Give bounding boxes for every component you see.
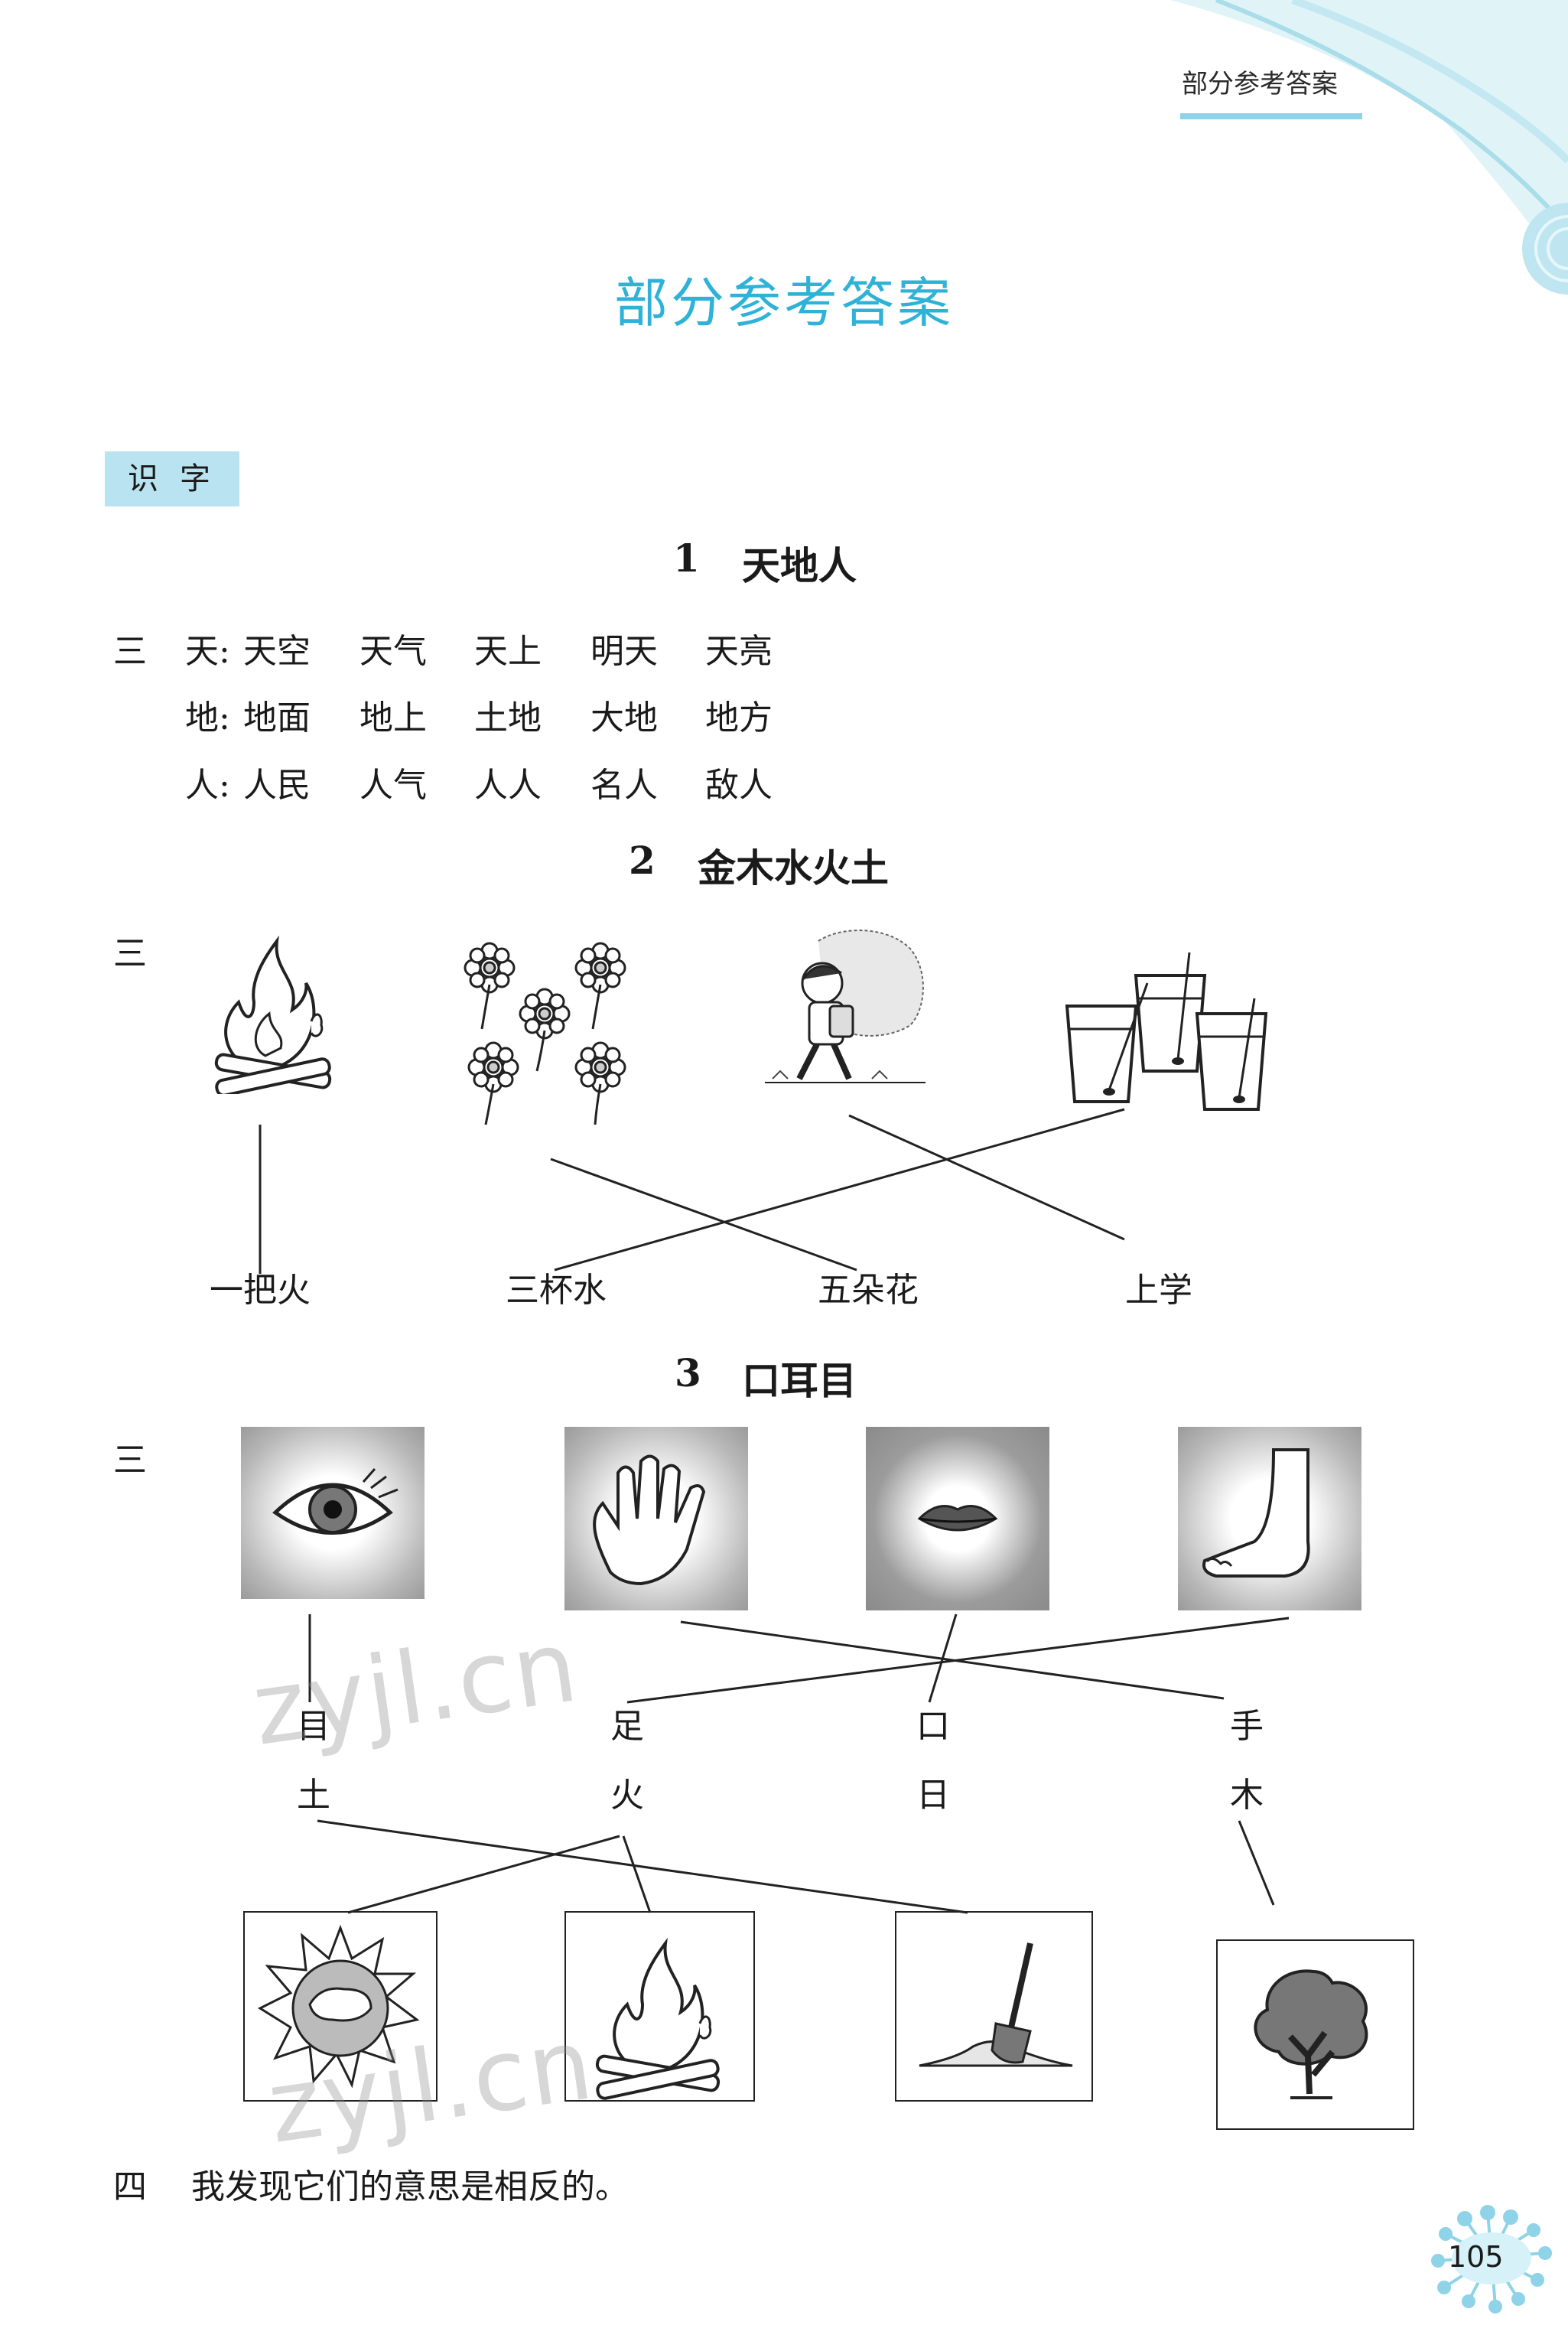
foot-picture — [1178, 1427, 1361, 1610]
lesson1-word: 土地 — [474, 698, 542, 738]
q4-label: 四 — [113, 2167, 147, 2206]
lesson1-question-label: 三 — [113, 632, 147, 671]
boy-going-to-school-picture — [765, 930, 926, 1083]
mouth-picture — [866, 1427, 1049, 1610]
lesson2-label: 一把火 — [210, 1271, 311, 1310]
lesson3-char: 手 — [1230, 1707, 1264, 1746]
soil-shovel-picture — [895, 1911, 1093, 2102]
hand-picture — [564, 1427, 748, 1610]
lesson2-label: 五朵花 — [818, 1271, 919, 1310]
lesson1-word: 天上 — [474, 632, 542, 671]
lesson3-title-number: 3 — [675, 1350, 701, 1395]
lesson3-char: 口 — [916, 1707, 950, 1746]
lesson1-word: 天气 — [359, 632, 427, 671]
fire-picture — [214, 935, 332, 1094]
lesson1-word: 人气 — [359, 766, 427, 805]
header-underline — [1180, 113, 1362, 119]
lesson1-word: 地面 — [243, 698, 311, 738]
lesson1-title: 天地人 — [742, 543, 857, 588]
flowers-picture — [464, 942, 626, 1125]
eye-picture — [241, 1427, 425, 1599]
lesson1-word: 地方 — [705, 698, 773, 738]
lesson1-word: 人人 — [474, 766, 542, 805]
lesson1-row-head: 地: — [185, 698, 230, 738]
lesson3-char: 木 — [1230, 1776, 1264, 1815]
three-cups-of-water-picture — [1065, 952, 1268, 1111]
page-number: 105 — [1448, 2240, 1504, 2274]
lesson1-word: 天亮 — [705, 632, 773, 671]
lesson3-title: 口耳目 — [742, 1358, 857, 1403]
lesson1-row-head: 天: — [185, 632, 230, 671]
lesson1-word: 明天 — [590, 632, 658, 671]
spiral-decoration — [1522, 203, 1568, 295]
section-tag: 识字 — [105, 451, 239, 506]
header-label: 部分参考答案 — [1182, 69, 1338, 99]
q4-answer: 我发现它们的意思是相反的。 — [191, 2167, 629, 2206]
lesson1-word: 人民 — [243, 766, 311, 805]
fire-picture — [564, 1911, 755, 2102]
page-number-decoration — [1431, 2205, 1552, 2314]
lesson3-char: 火 — [610, 1776, 644, 1815]
lesson1-word: 地上 — [359, 698, 427, 738]
corner-decoration — [1170, 0, 1568, 275]
page-title: 部分参考答案 — [614, 272, 954, 334]
lesson2-title: 金木水火土 — [698, 845, 889, 891]
tree-picture — [1216, 1939, 1414, 2130]
lesson3-char: 足 — [610, 1707, 644, 1746]
lesson1-word: 大地 — [590, 698, 658, 738]
lesson3-char: 日 — [916, 1776, 950, 1815]
sun-picture — [243, 1911, 438, 2102]
lesson1-word: 名人 — [590, 766, 658, 805]
lesson1-title-number: 1 — [673, 536, 700, 581]
lesson3-question-label: 三 — [113, 1441, 147, 1480]
lesson1-word: 天空 — [243, 632, 311, 671]
lesson3-char: 土 — [297, 1776, 330, 1815]
lesson1-word: 敌人 — [705, 766, 773, 805]
lesson2-title-number: 2 — [629, 838, 656, 883]
lesson2-label: 三杯水 — [506, 1271, 607, 1310]
lesson2-question-label: 三 — [113, 934, 147, 973]
lesson1-row-head: 人: — [185, 766, 230, 805]
lesson2-label: 上学 — [1125, 1271, 1192, 1310]
lesson3-char: 目 — [297, 1707, 330, 1746]
